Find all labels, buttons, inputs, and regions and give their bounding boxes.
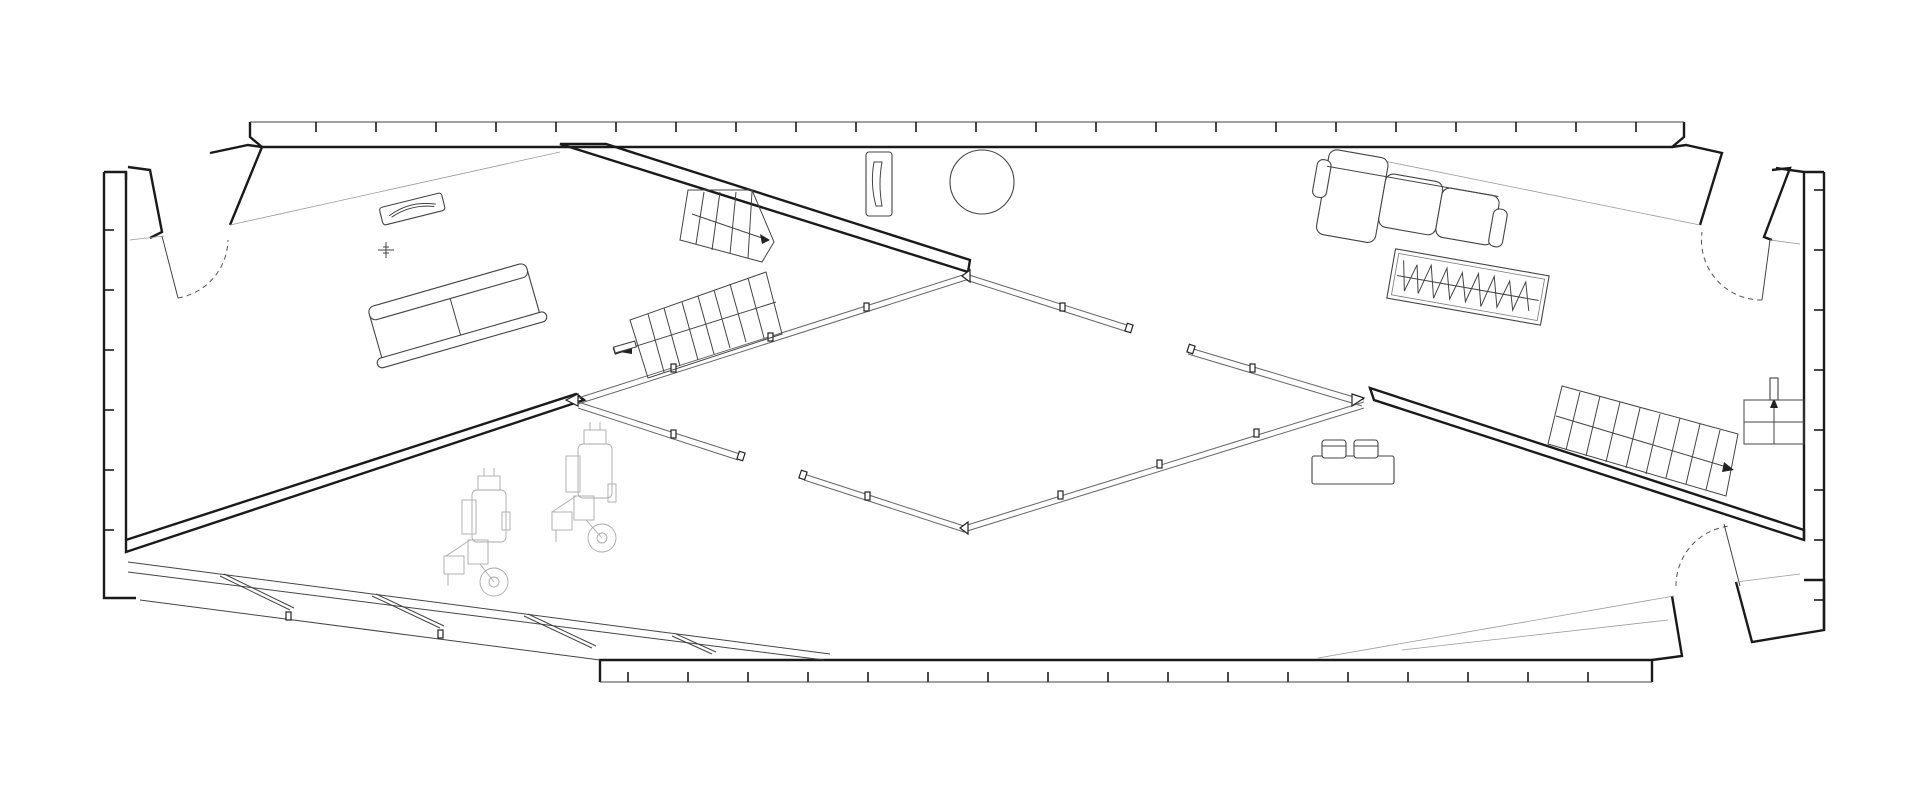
door-leaf-right xyxy=(1761,239,1771,301)
vertex-marker xyxy=(1351,393,1366,408)
mirror-icon xyxy=(865,151,893,217)
staircase-icon xyxy=(1547,377,1805,497)
vertex-marker xyxy=(564,393,579,407)
partition-post xyxy=(1057,490,1064,500)
left-facade-wall xyxy=(102,172,136,600)
door-swing-icon xyxy=(1675,525,1731,587)
sofa-icon xyxy=(368,263,548,369)
right-mullions xyxy=(1814,189,1824,601)
glass-partitions xyxy=(564,268,1366,536)
right-lower-corner xyxy=(1734,578,1826,644)
door-leaf-lower-right xyxy=(1723,523,1741,587)
daylight-lines xyxy=(129,151,1801,659)
staircase-icon xyxy=(679,189,775,263)
sectional-sofa-icon xyxy=(1312,149,1508,248)
interior-walls xyxy=(124,142,1806,554)
staircase-icon xyxy=(612,271,783,379)
partition-post xyxy=(670,429,677,439)
door-swings xyxy=(161,231,1771,587)
door-leaf-left xyxy=(161,235,179,299)
bottom-facade-wall xyxy=(598,658,1654,682)
left-window-fin xyxy=(127,165,164,240)
top-mullions xyxy=(315,122,1637,132)
right-window-fin xyxy=(1762,166,1792,242)
vertex-marker xyxy=(959,520,969,536)
top-facade-wall xyxy=(248,122,1686,149)
top-left-fin xyxy=(209,143,264,226)
partition-post xyxy=(864,491,871,501)
rug-icon xyxy=(1386,248,1550,326)
round-table-icon xyxy=(949,149,1015,215)
partition-post xyxy=(1059,302,1066,312)
corner-fins xyxy=(127,143,1792,662)
partition-post xyxy=(1249,363,1256,373)
diagonal-wall-top-left xyxy=(559,142,972,274)
partition-post xyxy=(1156,459,1163,469)
diagonal-wall-left xyxy=(124,392,587,554)
bottom-mullions xyxy=(627,672,1589,682)
partition-post xyxy=(1253,428,1260,438)
top-right-fin xyxy=(1671,143,1724,226)
vertex-marker xyxy=(961,268,971,284)
glass-partition-icon xyxy=(127,561,831,661)
partition-post xyxy=(863,302,870,312)
motorcycle-icon xyxy=(443,468,511,597)
partition-post xyxy=(670,363,677,373)
diagonal-wall-right xyxy=(1368,386,1806,542)
pendant-lamp-icon xyxy=(1311,439,1395,485)
motorcycle-icon xyxy=(551,422,617,553)
door-swing-icon xyxy=(1700,231,1763,301)
bench-icon xyxy=(379,192,446,226)
bottom-right-fin xyxy=(1651,595,1684,662)
door-swing-icon xyxy=(177,239,229,299)
exterior-walls xyxy=(102,121,1826,683)
left-mullions xyxy=(104,229,114,531)
north-marker-icon xyxy=(378,242,394,258)
left-facade-cap xyxy=(104,170,128,180)
